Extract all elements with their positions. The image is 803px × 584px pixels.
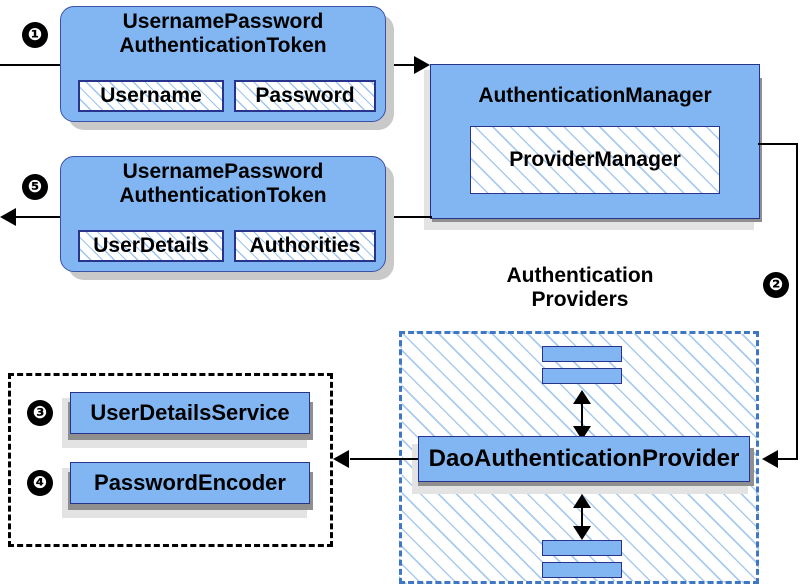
token-response-field-authorities[interactable]: Authorities bbox=[234, 230, 376, 262]
step-bullet-1: ❶ bbox=[22, 22, 48, 48]
provider-link-bottom-arrow-up bbox=[573, 494, 591, 508]
provider-to-collaborators-arrowhead bbox=[333, 450, 349, 468]
provider-placeholder-top-2 bbox=[542, 368, 622, 384]
token-request-title: UsernamePassword AuthenticationToken bbox=[60, 10, 386, 57]
manager-to-provider-arrowhead bbox=[762, 450, 778, 468]
token-response-title-line2: AuthenticationToken bbox=[119, 183, 327, 207]
token-request-field-password[interactable]: Password bbox=[234, 80, 376, 112]
dao-authentication-provider-box[interactable]: DaoAuthenticationProvider bbox=[418, 436, 750, 482]
collaborators-container bbox=[8, 373, 333, 547]
manager-to-provider-line-vertical bbox=[796, 143, 798, 460]
provider-placeholder-bottom-1 bbox=[542, 540, 622, 556]
step-bullet-2: ❷ bbox=[763, 272, 789, 298]
step-bullet-4: ❹ bbox=[27, 470, 53, 496]
token-to-manager-arrowhead bbox=[414, 56, 430, 74]
manager-to-response-line bbox=[386, 216, 432, 218]
manager-to-provider-line-top bbox=[758, 143, 798, 145]
authentication-manager-title: AuthenticationManager bbox=[478, 84, 712, 107]
response-output-line bbox=[10, 216, 82, 218]
provider-link-top-line bbox=[581, 396, 583, 432]
token-to-manager-line bbox=[390, 64, 422, 66]
step-bullet-5: ❺ bbox=[22, 174, 48, 200]
token-request-title-line2: AuthenticationToken bbox=[119, 33, 327, 57]
provider-link-top-arrow-up bbox=[573, 390, 591, 404]
provider-placeholder-top-1 bbox=[542, 346, 622, 362]
step-bullet-3: ❸ bbox=[27, 400, 53, 426]
token-response-title: UsernamePassword AuthenticationToken bbox=[60, 160, 386, 207]
response-output-arrowhead bbox=[0, 208, 16, 226]
token-request-title-line1: UsernamePassword bbox=[122, 10, 324, 33]
manager-to-provider-line-bottom bbox=[778, 458, 798, 460]
provider-placeholder-bottom-2 bbox=[542, 562, 622, 578]
provider-to-collaborators-line bbox=[350, 458, 418, 460]
authentication-providers-label-line2: Providers bbox=[531, 287, 629, 311]
incoming-request-line bbox=[0, 64, 80, 66]
password-encoder-box[interactable]: PasswordEncoder bbox=[70, 462, 310, 504]
authentication-providers-label-line1: Authentication bbox=[506, 264, 654, 287]
provider-link-bottom-line bbox=[581, 500, 583, 532]
provider-link-bottom-arrow-down bbox=[573, 526, 591, 540]
token-response-title-line1: UsernamePassword bbox=[122, 160, 324, 183]
token-request-field-username[interactable]: Username bbox=[78, 80, 224, 112]
provider-manager-box[interactable]: ProviderManager bbox=[470, 126, 720, 194]
user-details-service-box[interactable]: UserDetailsService bbox=[70, 392, 310, 434]
token-response-field-userdetails[interactable]: UserDetails bbox=[78, 230, 224, 262]
authentication-providers-label: Authentication Providers bbox=[460, 264, 700, 311]
